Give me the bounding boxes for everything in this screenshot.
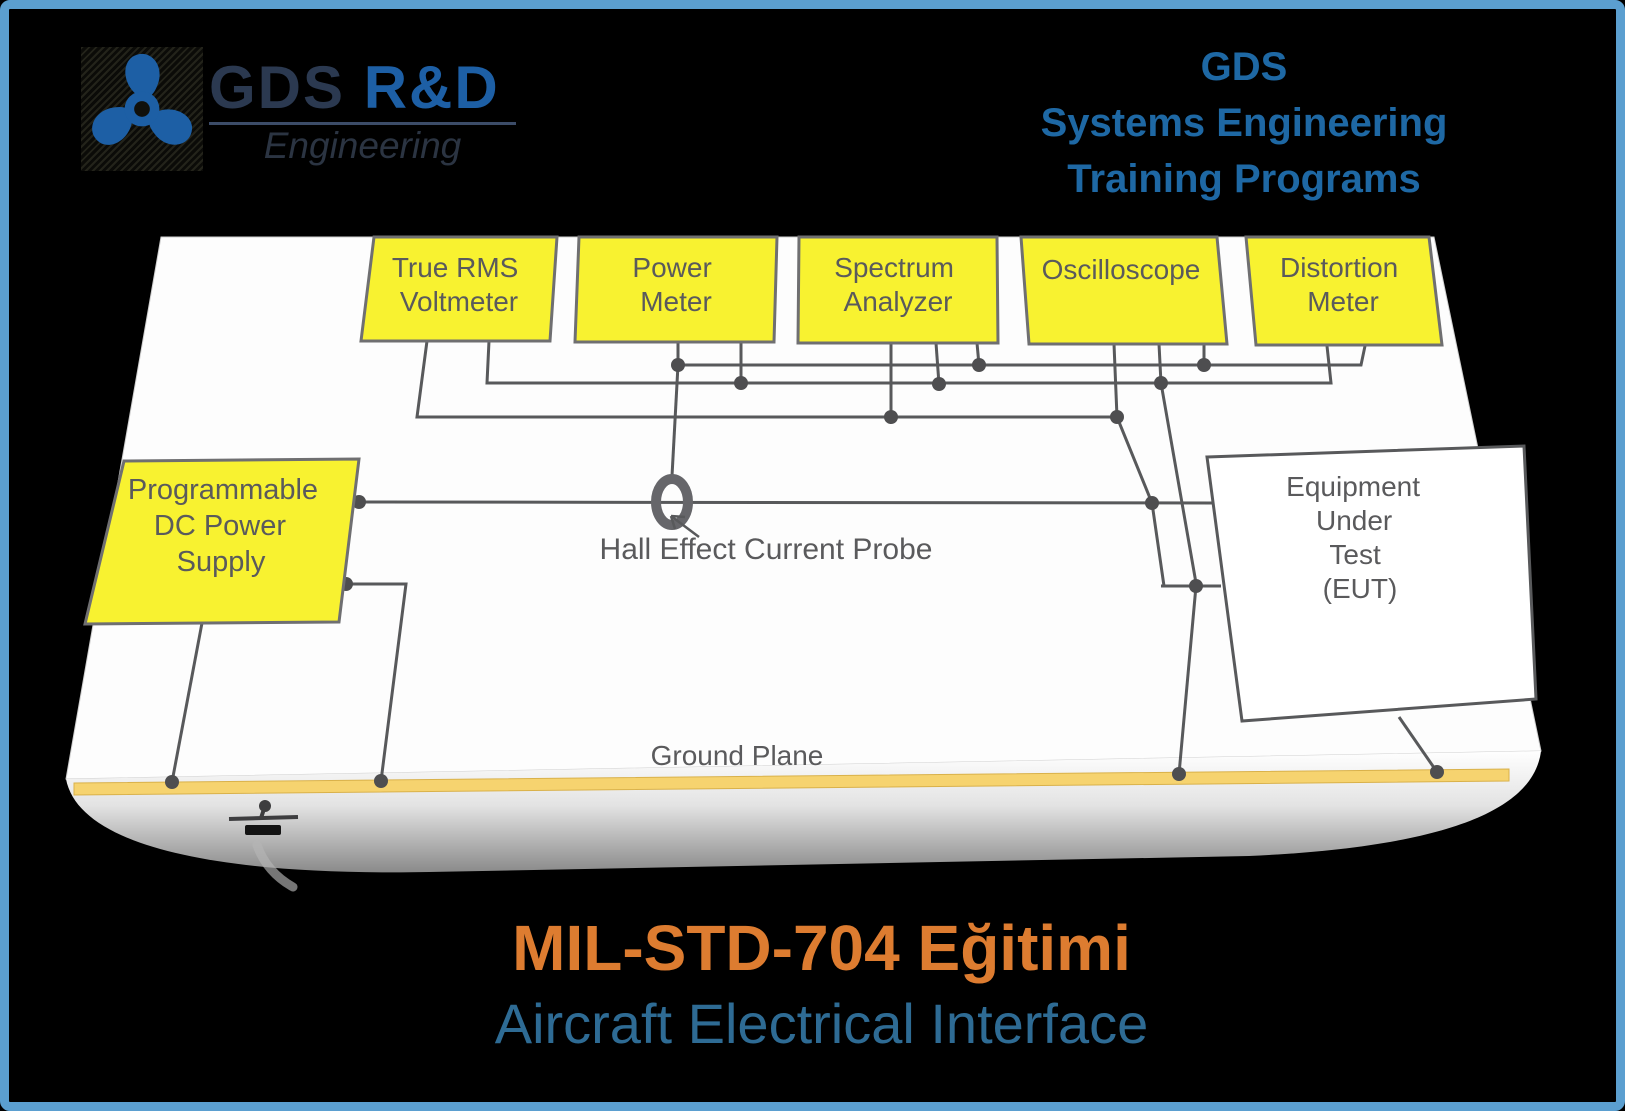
eut-label: Under bbox=[1316, 505, 1392, 536]
eut-box: Equipment Under Test (EUT) bbox=[1205, 444, 1538, 723]
logo-gds-text: GDS bbox=[209, 54, 346, 121]
eut-label: Equipment bbox=[1286, 471, 1420, 502]
probe-arrow-icon bbox=[669, 514, 700, 538]
logo-rnd-text: R&D bbox=[363, 54, 500, 121]
box-label: Analyzer bbox=[844, 286, 953, 317]
box-label: Meter bbox=[640, 286, 712, 317]
svg-text:Equipment Under: Equipment Under Test (EUT) bbox=[1286, 471, 1428, 604]
svg-text:Spectrum Analyzer: Spectrum Analyzer bbox=[834, 252, 962, 317]
instrument-box-true-rms-voltmeter: True RMS Voltmeter bbox=[359, 235, 559, 343]
earth-ground-symbol-icon bbox=[228, 800, 299, 892]
logo-wordmark: GDS R&D bbox=[209, 53, 500, 122]
eut-ground-wire bbox=[1397, 716, 1439, 773]
psu-ground-wire bbox=[346, 582, 408, 782]
svg-text:Distortion Meter: Distortion Meter bbox=[1280, 252, 1406, 317]
box-label: Spectrum bbox=[834, 252, 954, 283]
box-label: Oscilloscope bbox=[1042, 254, 1201, 285]
eut-label: Test bbox=[1329, 539, 1381, 570]
logo-engineering-text: Engineering bbox=[263, 125, 462, 166]
box-label: Power bbox=[632, 252, 711, 283]
bus-line-2 bbox=[485, 340, 1333, 385]
box-label: Voltmeter bbox=[400, 286, 518, 317]
psu-box: Programmable DC Power Supply bbox=[83, 457, 361, 626]
main-power-line bbox=[358, 500, 1215, 505]
header-right-title: GDS Systems Engineering Training Program… bbox=[959, 39, 1529, 207]
ground-plane-label: Ground Plane bbox=[651, 740, 824, 771]
psu-ground-wire-2 bbox=[170, 622, 204, 783]
psu-label: Programmable bbox=[128, 474, 318, 506]
ground-plane-stripe bbox=[73, 768, 1510, 796]
box-label: True RMS bbox=[392, 252, 519, 283]
probe-drop-wire bbox=[670, 364, 680, 477]
svg-text:Programmable DC Power: Programmable DC Power Supply bbox=[128, 474, 326, 578]
propeller-icon bbox=[92, 53, 193, 145]
instrument-box-power-meter: Power Meter bbox=[573, 235, 779, 344]
svg-text:Oscilloscope: Oscilloscope bbox=[1042, 254, 1201, 285]
logo bbox=[81, 47, 203, 171]
psu-label: Supply bbox=[177, 546, 266, 578]
svg-text:True RMS Voltmeter: True RMS Voltmeter bbox=[392, 252, 526, 317]
logo-underline bbox=[209, 122, 516, 125]
header-line-1: GDS bbox=[1200, 45, 1288, 89]
hall-probe: Hall Effect Current Probe bbox=[600, 474, 933, 566]
box-label: Meter bbox=[1307, 286, 1379, 317]
instrument-boxes: True RMS Voltmeter Power Meter Spectrum … bbox=[359, 235, 1444, 347]
test-setup-diagram: Hall Effect Current Probe True RMS Voltm… bbox=[65, 235, 1542, 892]
header-line-3: Training Programs bbox=[1067, 157, 1421, 201]
hall-probe-ring-icon bbox=[651, 474, 693, 530]
box-label: Distortion bbox=[1280, 252, 1398, 283]
lead bbox=[1112, 343, 1119, 418]
header-line-2: Systems Engineering bbox=[1040, 101, 1448, 145]
slide-title: MIL-STD-704 Eğitimi bbox=[512, 912, 1131, 984]
svg-text:Power Meter: Power Meter bbox=[632, 252, 719, 317]
slide-subtitle: Aircraft Electrical Interface bbox=[494, 992, 1149, 1055]
instrument-box-distortion-meter: Distortion Meter bbox=[1244, 235, 1444, 347]
bus-line-1 bbox=[678, 345, 1367, 367]
psu-label: DC Power bbox=[154, 510, 286, 542]
eut-label: (EUT) bbox=[1323, 573, 1398, 604]
instrument-box-spectrum-analyzer: Spectrum Analyzer bbox=[796, 235, 1000, 345]
hall-probe-label: Hall Effect Current Probe bbox=[600, 533, 933, 566]
ground-wire bbox=[1177, 585, 1198, 775]
junction-dots bbox=[165, 358, 1444, 789]
instrument-box-oscilloscope: Oscilloscope bbox=[1019, 235, 1229, 346]
